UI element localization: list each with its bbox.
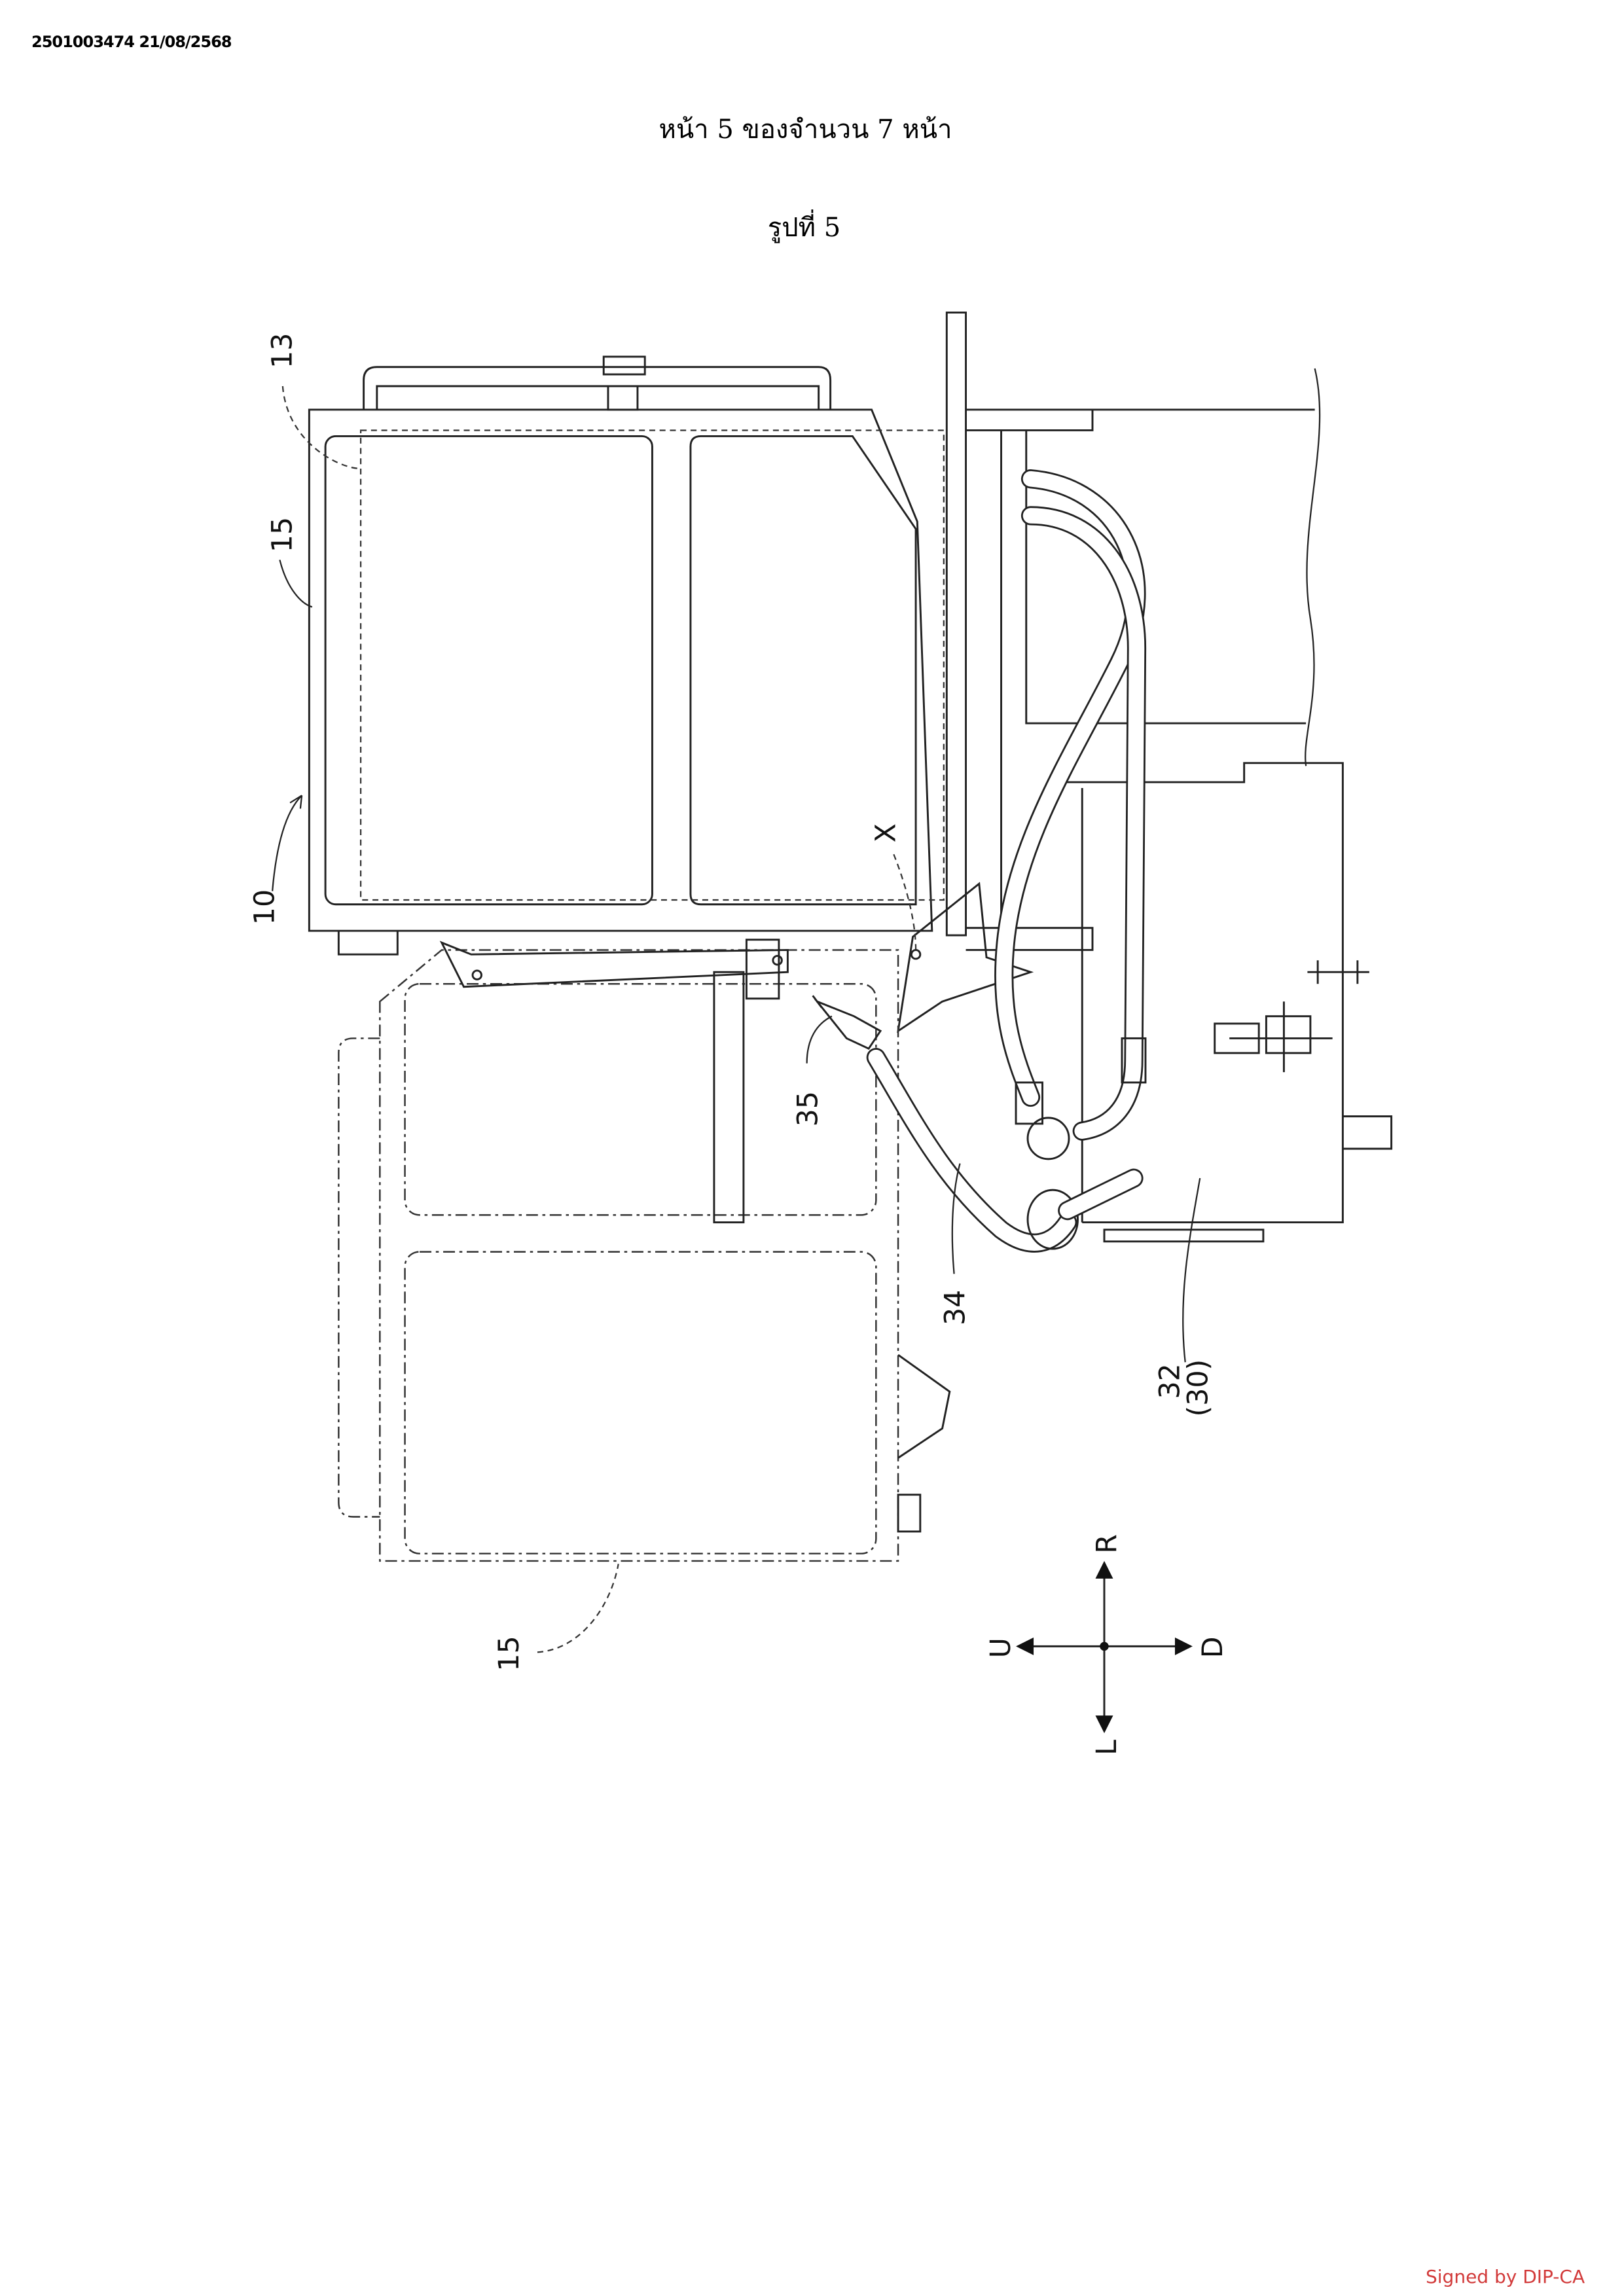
label-34: 34: [939, 1290, 971, 1325]
compass-u: U: [984, 1638, 1017, 1658]
arrow-up-icon: [1016, 1637, 1034, 1655]
label-x: X: [870, 823, 903, 842]
label-13: 13: [266, 333, 298, 368]
post: [945, 312, 967, 937]
label-15-top: 15: [266, 517, 298, 552]
document-id: 2501003474 21/08/2568: [31, 33, 232, 51]
arrow-down-icon: [1174, 1637, 1193, 1655]
label-35: 35: [791, 1091, 824, 1126]
label-32: 32: [1154, 1363, 1187, 1399]
label-30: (30): [1182, 1359, 1214, 1417]
compass-r: R: [1091, 1534, 1123, 1554]
cab-10: [308, 355, 945, 956]
leader-lines: [272, 386, 1201, 1653]
arrow-right-icon: [1095, 1560, 1113, 1579]
compass-d: D: [1197, 1636, 1229, 1658]
figure-title: รูปที่ 5: [767, 213, 841, 243]
digital-signature: Signed by DIP-CA: [1426, 2266, 1585, 2287]
arrow-left-icon: [1095, 1715, 1113, 1734]
label-10: 10: [248, 889, 281, 925]
label-15-bottom: 15: [493, 1636, 526, 1671]
tank-32: [1057, 762, 1393, 1243]
compass-l: L: [1091, 1740, 1123, 1755]
page-info: หน้า 5 ของจำนวน 7 หน้า: [659, 115, 952, 145]
door-bracket: [439, 939, 789, 1224]
hoses: [812, 469, 1147, 1253]
direction-compass: U D R L: [984, 1534, 1229, 1755]
door-open-15: [338, 949, 951, 1562]
vehicle-body: [897, 368, 1321, 1033]
